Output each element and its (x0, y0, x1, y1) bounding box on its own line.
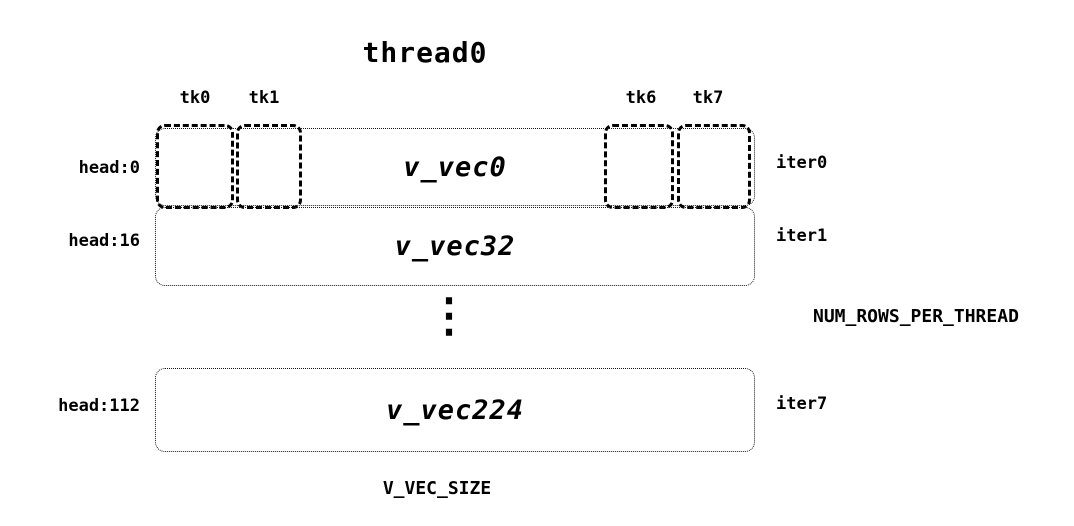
v-vec0-label: v_vec0 (403, 151, 507, 183)
v-vec224-box: v_vec224 (155, 368, 755, 452)
iter1-label: iter1 (776, 226, 828, 246)
tk7-label: tk7 (692, 88, 724, 108)
v-vec224-label: v_vec224 (385, 394, 525, 426)
tk0-label: tk0 (179, 88, 211, 108)
v-vec-size-label: V_VEC_SIZE (382, 478, 492, 499)
diagram-title: thread0 (362, 36, 488, 69)
tk0-cell (156, 124, 234, 209)
iter0-label: iter0 (776, 153, 828, 173)
head16-label: head:16 (68, 231, 140, 251)
vertical-ellipsis: ⋮ (426, 288, 472, 342)
tk6-label: tk6 (625, 88, 657, 108)
iter7-label: iter7 (776, 394, 828, 414)
tk1-cell (236, 124, 302, 209)
tk1-label: tk1 (248, 88, 280, 108)
num-rows-per-thread-label: NUM_ROWS_PER_THREAD (813, 306, 1019, 327)
v-vec32-box: v_vec32 (155, 207, 755, 286)
head0-label: head:0 (78, 158, 140, 178)
v-vec32-label: v_vec32 (394, 231, 516, 262)
tk6-cell (604, 124, 674, 209)
tk7-cell (677, 124, 751, 209)
head112-label: head:112 (58, 396, 140, 416)
v-vec0-box: v_vec0 (155, 128, 755, 206)
